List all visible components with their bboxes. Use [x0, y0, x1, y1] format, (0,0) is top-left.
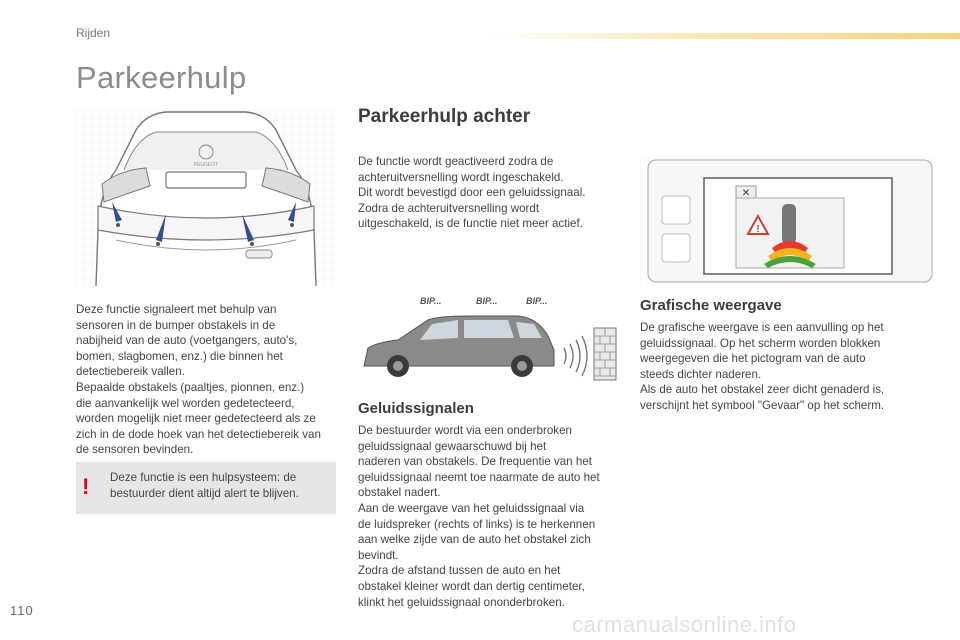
- exclamation-icon: !: [82, 474, 90, 499]
- graphic-display-paragraph: De grafische weergave is een aanvulling …: [640, 321, 885, 412]
- sound-signal-illustration: BIP... BIP... BIP...: [358, 292, 620, 384]
- page-number: 110: [10, 603, 34, 618]
- section-label: Rijden: [76, 26, 111, 40]
- sound-signals-heading: Geluidssignalen: [358, 400, 474, 417]
- sound-signals-paragraph: De bestuurder wordt via een onderbroken …: [358, 424, 600, 609]
- warning-box: [76, 462, 336, 514]
- graphic-display-heading: Grafische weergave: [640, 297, 782, 314]
- rear-bumper-sensors-illustration: PEUGEOT: [76, 110, 336, 286]
- rear-assist-paragraph: De functie wordt geactiveerd zodra de ac…: [358, 155, 586, 231]
- intro-paragraph: Deze functie signaleert met behulp van s…: [76, 303, 321, 457]
- header-accent-bar: [490, 33, 960, 39]
- bip-label: BIP...: [526, 296, 548, 306]
- car-side-icon: [363, 315, 617, 381]
- svg-text:✕: ✕: [742, 188, 750, 199]
- watermark: carmanualsonline.info: [572, 612, 797, 637]
- display-screen-illustration: ✕ !: [640, 158, 936, 286]
- bip-label: BIP...: [476, 296, 498, 306]
- svg-text:!: !: [756, 224, 759, 235]
- warning-text: Deze functie is een hulpsysteem: de best…: [110, 471, 299, 500]
- page-title: Parkeerhulp: [76, 60, 247, 95]
- rear-assist-heading: Parkeerhulp achter: [358, 106, 531, 127]
- bip-label: BIP...: [420, 296, 442, 306]
- svg-text:PEUGEOT: PEUGEOT: [194, 162, 218, 168]
